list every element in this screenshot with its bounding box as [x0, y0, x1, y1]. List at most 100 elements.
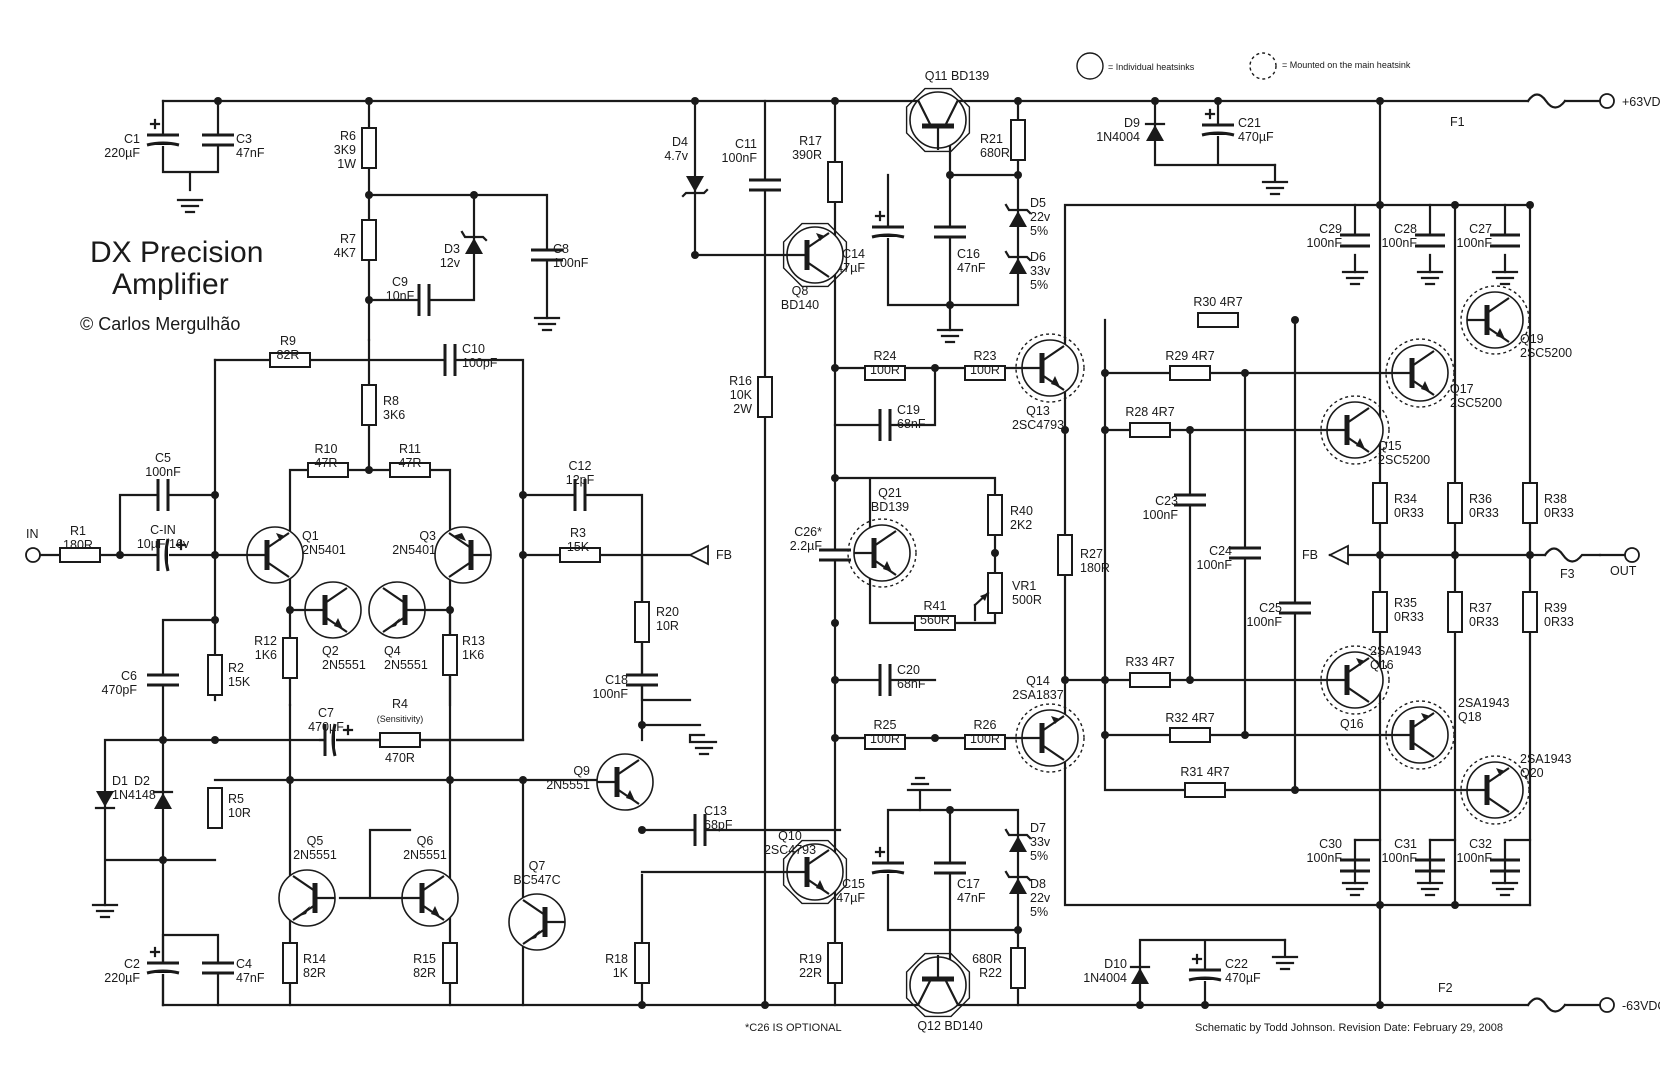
label-r31: R31 4R7 [1180, 765, 1229, 779]
label-q11: Q11 BD139 [925, 69, 989, 83]
author-credit: © Carlos Mergulhão [80, 314, 240, 334]
ground-symbols [91, 163, 1519, 971]
label-r32: R32 4R7 [1165, 711, 1214, 725]
c26-optional-note: *C26 IS OPTIONAL [745, 1022, 842, 1034]
label-q12: Q12 BD140 [917, 1019, 982, 1033]
feedback-label-right: FB [1302, 548, 1318, 562]
label-r4: R4(Sensitivity)470R [377, 697, 424, 765]
diode-d2: D2 [134, 774, 174, 809]
resistor-r30: R30 4R7 [1193, 295, 1243, 328]
legend-individual-heatsinks: = Individual heatsinks [1108, 62, 1195, 72]
revision-note: Schematic by Todd Johnson. Revision Date… [1195, 1022, 1503, 1034]
resistor-r28: R28 4R7 [1125, 405, 1175, 438]
title-line-2: Amplifier [112, 268, 229, 301]
